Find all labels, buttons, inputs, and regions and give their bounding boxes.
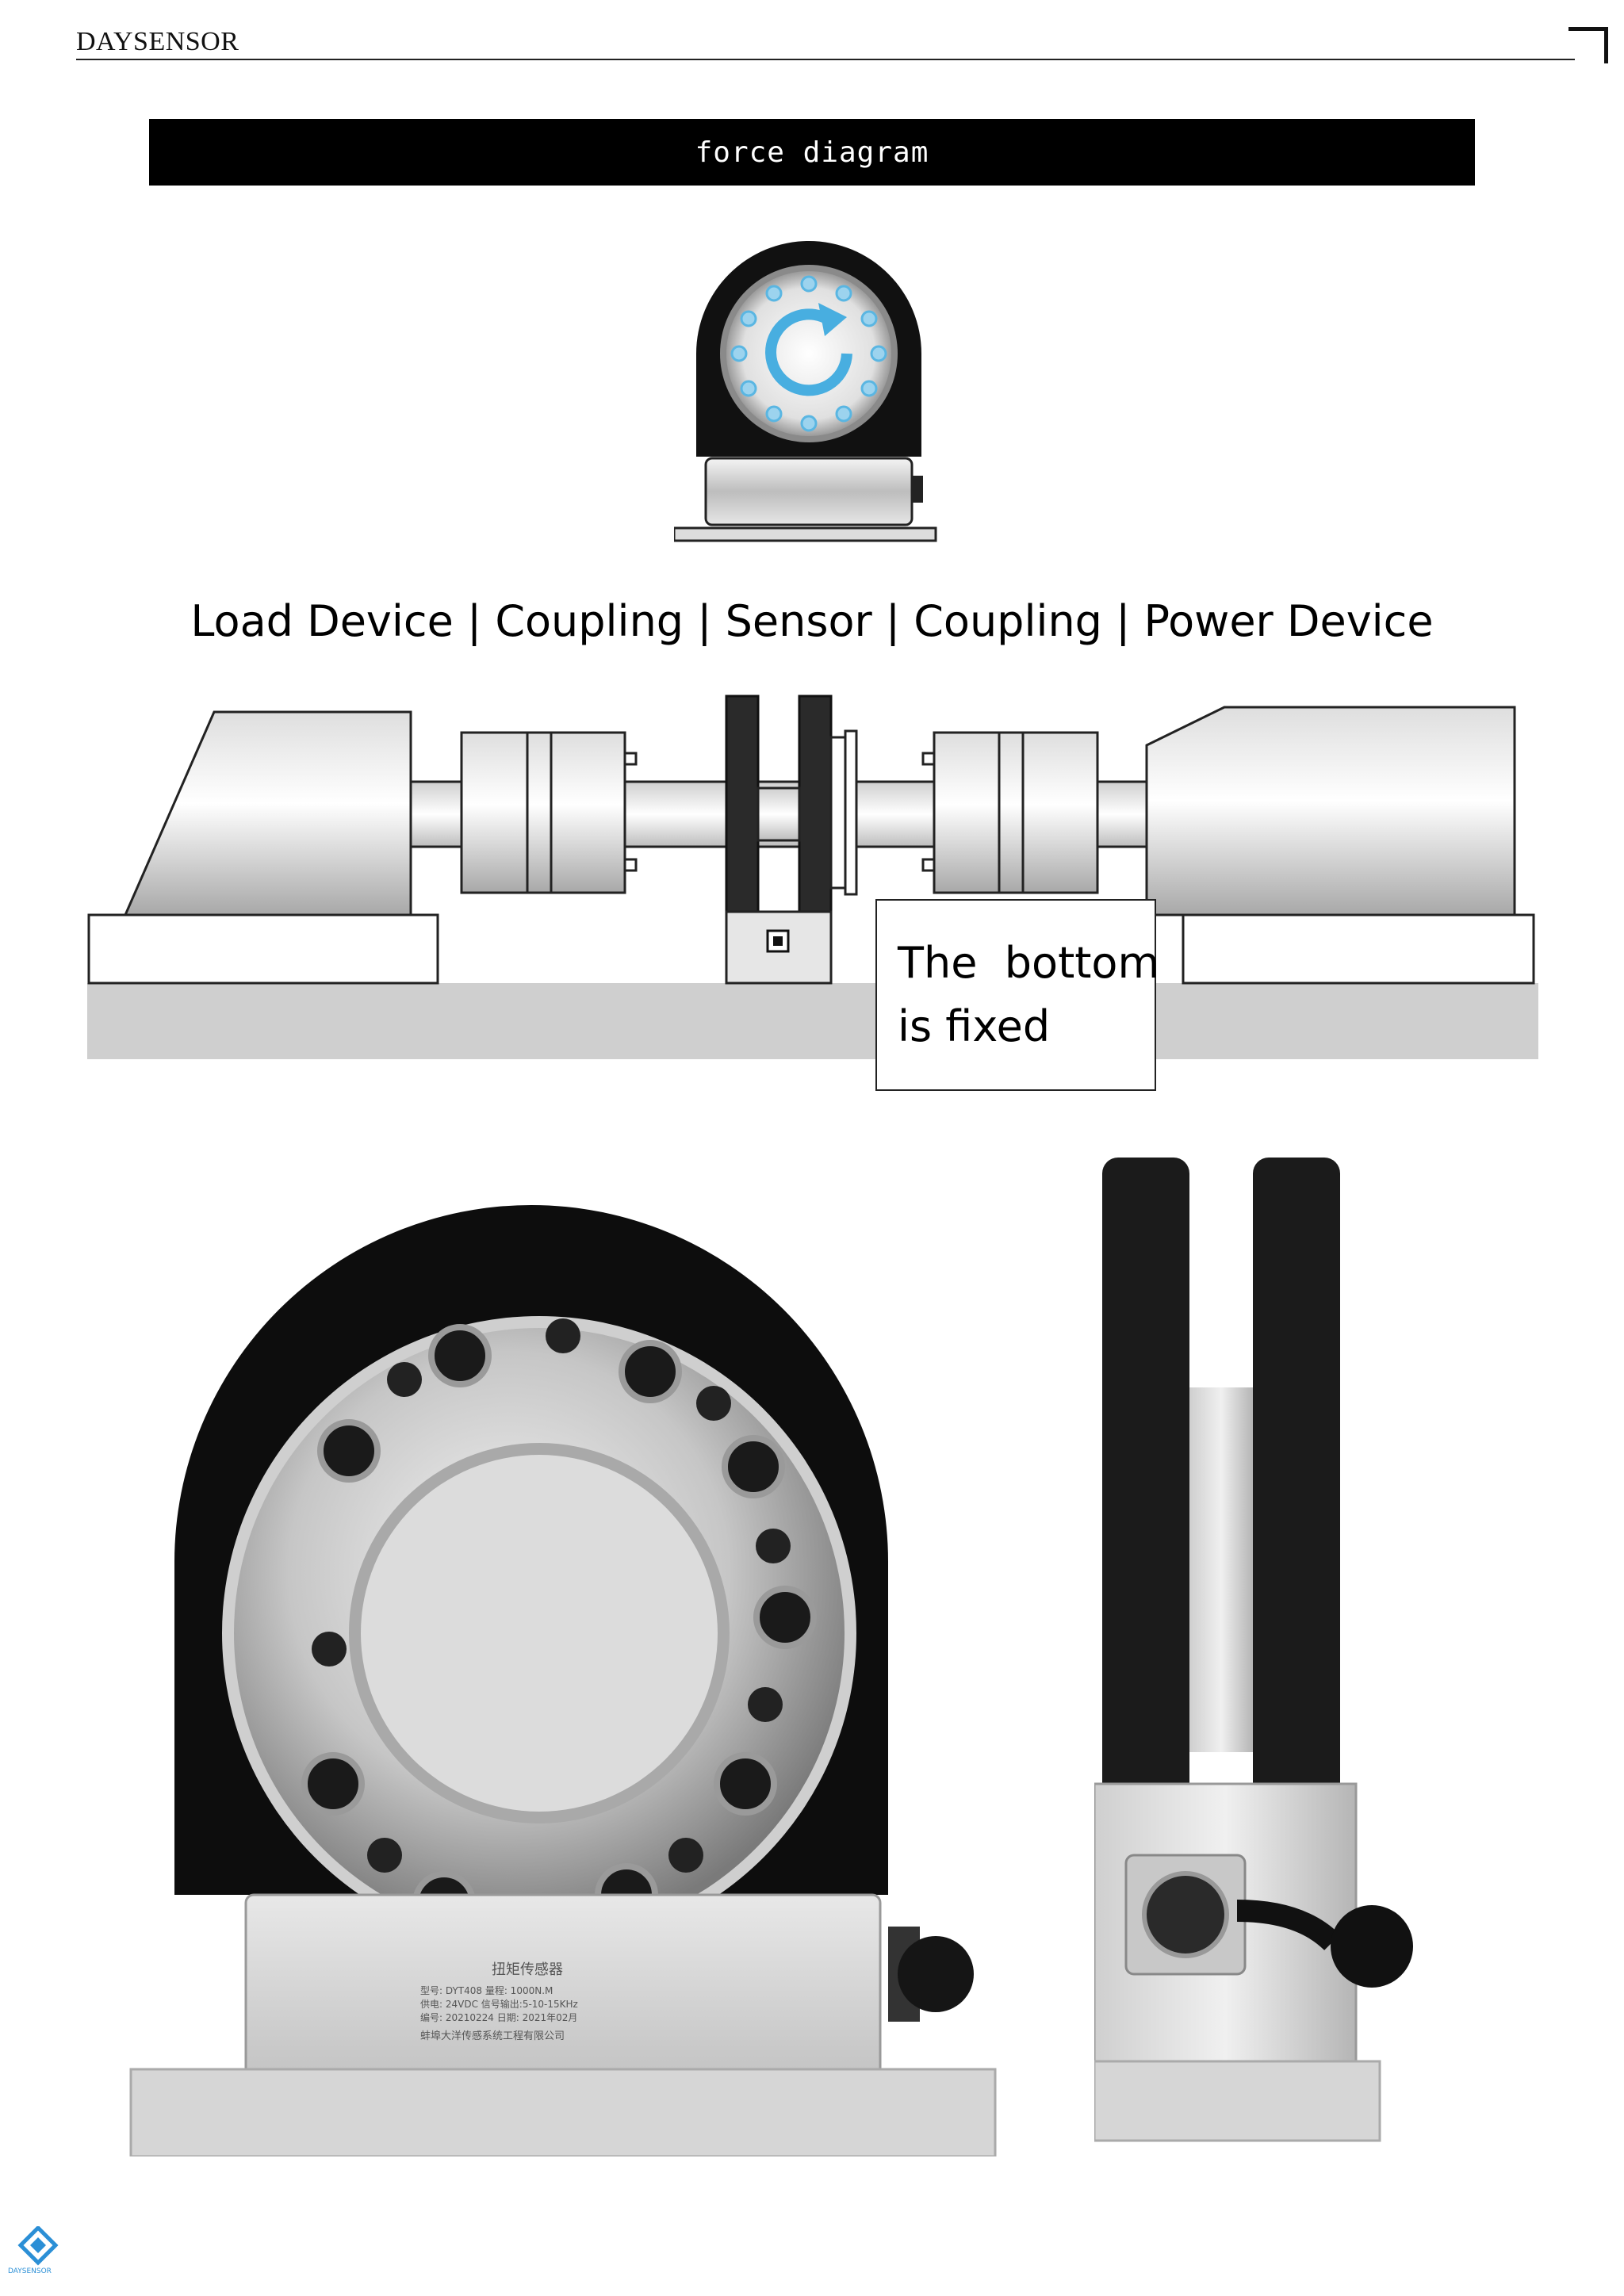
sensor-rotation-illustration	[674, 241, 937, 542]
brand-name: DAYSENSOR	[76, 27, 239, 56]
nameplate-line: 型号: DYT408 量程: 1000N.M	[420, 1985, 553, 1996]
corner-mark	[1568, 27, 1608, 31]
callout-line-2: is fixed	[898, 1001, 1051, 1051]
drive-chain-diagram	[87, 695, 1538, 1059]
company-logo-icon	[17, 2226, 59, 2266]
banner-title: force diagram	[695, 136, 929, 169]
fixed-bottom-callout: The bottom is fixed	[875, 899, 1160, 1091]
nameplate-line: 编号: 20210224 日期: 2021年02月	[420, 2012, 578, 2023]
nameplate-title: 扭矩传感器	[492, 1961, 563, 1978]
nameplate: 扭矩传感器 型号: DYT408 量程: 1000N.M 供电: 24VDC 信…	[420, 1958, 682, 2042]
nameplate-line: 蚌埠大洋传感系统工程有限公司	[420, 2030, 565, 2042]
footer-logo-text: DAYSENSOR	[8, 2267, 52, 2275]
corner-mark-vertical	[1604, 27, 1608, 63]
section-banner: force diagram	[149, 119, 1475, 186]
drive-chain-label: Load Device | Coupling | Sensor | Coupli…	[190, 596, 1434, 646]
sensor-front-photo	[129, 1205, 997, 2156]
header-rule	[76, 59, 1575, 60]
callout-line-1: The bottom	[898, 938, 1160, 988]
nameplate-line: 供电: 24VDC 信号输出:5-10-15KHz	[420, 1999, 578, 2010]
sensor-side-photo	[1094, 1158, 1413, 2142]
